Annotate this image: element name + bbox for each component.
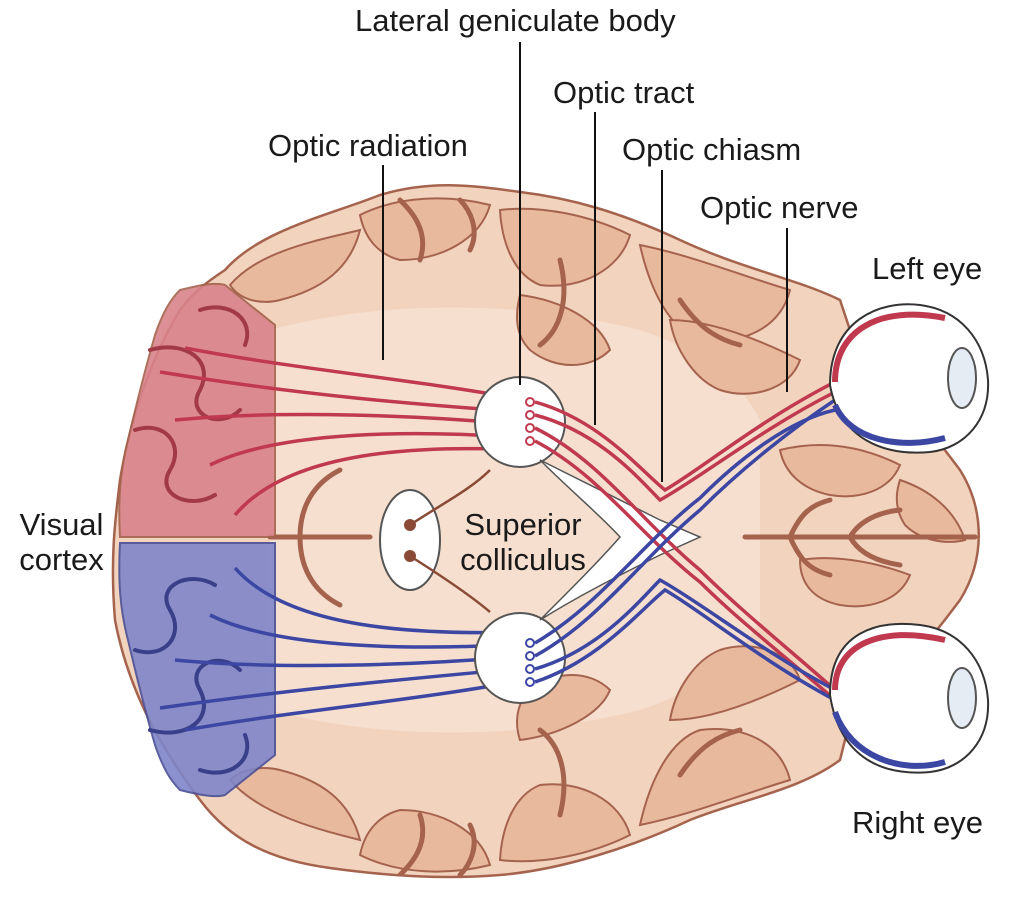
label-superior-colliculus-line2: colliculus [460, 542, 586, 577]
sulci [267, 197, 978, 878]
colliculus-connections [409, 469, 491, 613]
label-optic-radiation: Optic radiation [268, 128, 468, 163]
optic-tract-left-fibers [534, 380, 837, 702]
brain [111, 184, 980, 879]
label-visual-cortex-line2: cortex [19, 542, 104, 577]
colliculus-node-lower [404, 550, 416, 562]
lgb-synapses-left [525, 397, 535, 446]
label-optic-nerve: Optic nerve [700, 190, 859, 225]
optic-chiasm-region [539, 459, 702, 621]
label-visual-cortex-line1: Visual [19, 507, 104, 542]
lgb-synapses-right [525, 638, 535, 687]
label-optic-chiasm: Optic chiasm [622, 132, 802, 167]
left-eye [828, 303, 990, 454]
label-lateral-geniculate-body: Lateral geniculate body [355, 3, 676, 38]
right-eye [828, 622, 990, 774]
visual-cortex [118, 282, 276, 798]
label-optic-tract: Optic tract [553, 75, 695, 110]
right-lateral-geniculate-body [474, 612, 566, 704]
label-superior-colliculus-line1: Superior [464, 507, 582, 542]
label-left-eye: Left eye [872, 251, 983, 286]
superior-colliculus [379, 489, 441, 591]
gyri-frontal [778, 444, 967, 608]
gyri-upper [228, 197, 802, 395]
optic-tract-right-fibers [534, 398, 836, 702]
leader-lines [382, 42, 788, 482]
brain-inner-region [270, 307, 760, 733]
colliculus-node-upper [404, 519, 416, 531]
label-right-eye: Right eye [852, 805, 983, 840]
